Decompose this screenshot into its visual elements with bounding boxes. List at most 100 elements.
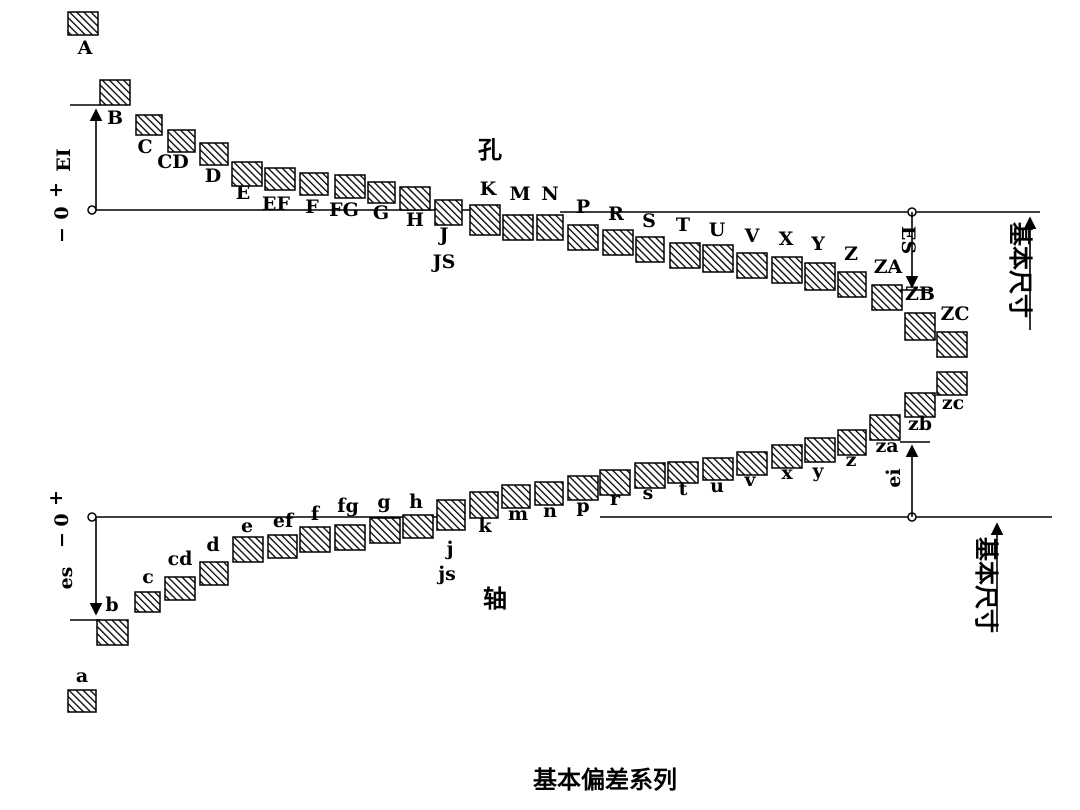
- hole-title: 孔: [478, 136, 502, 164]
- basic-size-label-shaft: 基本尺寸: [972, 537, 1000, 633]
- hole-zone-box: [264, 167, 296, 191]
- shaft-zone-box: [599, 469, 631, 496]
- shaft-zone-box: [667, 461, 699, 484]
- hole-zone-label: C: [137, 136, 152, 158]
- shaft-zone-label: cd: [168, 548, 193, 570]
- hole-zone-box: [334, 174, 366, 199]
- reference-lines: [87, 205, 1052, 522]
- hole-zone-label: ZB: [905, 283, 935, 305]
- shaft-zone-label: e: [241, 515, 253, 537]
- hole-zone-label: R: [608, 203, 624, 225]
- shaft-zone-box: [402, 514, 434, 539]
- shaft-zone-label: d: [206, 534, 219, 556]
- shaft-zone-label: h: [409, 491, 423, 513]
- es-label: es: [55, 567, 77, 590]
- shaft-zone-label: x: [781, 462, 793, 484]
- hole-zone-label: V: [744, 225, 761, 247]
- shaft-zone-label: a: [76, 665, 88, 687]
- hole-zone-box: [837, 271, 867, 298]
- hole-zone-label: N: [541, 183, 558, 205]
- shaft-zone-box: [567, 475, 599, 501]
- shaft-zone-box: [501, 484, 531, 509]
- shaft-zone-box: [634, 462, 666, 489]
- hole-zone-box: [736, 252, 768, 279]
- shaft-zone-label: t: [679, 478, 688, 500]
- hole-zone-box: [167, 129, 196, 153]
- es-upper-label: ES: [897, 226, 919, 254]
- shaft-zone-label: r: [610, 488, 621, 510]
- zero-label: 0: [51, 513, 73, 526]
- shaft-zone-label: p: [576, 495, 589, 517]
- shaft-zone-box: [299, 526, 331, 553]
- shaft-zone-label: n: [543, 500, 557, 522]
- shaft-zone-box: [837, 429, 867, 456]
- shaft-zone-box: [804, 437, 836, 463]
- shaft-zone-box: [869, 414, 901, 441]
- shaft-zone-box: [267, 534, 298, 559]
- hole-zone-box: [399, 186, 431, 211]
- hole-zone-box: [99, 79, 131, 106]
- plus-sign: +: [45, 490, 67, 506]
- shaft-zone-label: ef: [273, 510, 295, 532]
- shaft-zone-label: z: [846, 449, 857, 471]
- hole-zone-box: [367, 181, 396, 204]
- hole-zone-box: [199, 142, 229, 166]
- hole-zone-label: G: [373, 202, 389, 224]
- hole-zone-label: F: [305, 196, 319, 218]
- plus-sign: +: [45, 182, 67, 198]
- hole-zone-box: [231, 161, 263, 187]
- shaft-zone-label: g: [377, 491, 390, 513]
- origin-point: [87, 205, 97, 215]
- ei-lower-label: ei: [883, 468, 905, 487]
- shaft-zone-label: fg: [337, 495, 358, 517]
- hole-zone-label: P: [576, 196, 590, 218]
- shaft-zone-box: [469, 491, 499, 519]
- hole-zone-label: T: [676, 214, 690, 236]
- hole-zone-box: [135, 114, 163, 136]
- hole-zone-label: M: [509, 183, 530, 205]
- hole-zone-label: ZA: [874, 256, 903, 278]
- hole-zone-label: Y: [810, 233, 825, 255]
- hole-zone-box: [299, 172, 329, 196]
- shaft-zone-label: s: [643, 482, 654, 504]
- shaft-zone-label: zc: [942, 392, 964, 414]
- hole-zone-box: [904, 312, 936, 341]
- shaft-zone-box: [534, 481, 564, 506]
- shaft-zone-box: [771, 444, 803, 469]
- hole-zone-box: [804, 262, 836, 291]
- hole-zone-label: E: [236, 182, 250, 204]
- shaft-zone-box: [134, 591, 161, 613]
- hole-zone-box: [536, 214, 564, 241]
- shaft-zone-label: v: [743, 469, 756, 491]
- shaft-zone-box: [736, 451, 768, 476]
- hole-zone-label: B: [107, 107, 123, 129]
- hole-zone-label: D: [205, 165, 221, 187]
- minus-sign: −: [51, 532, 73, 548]
- origin-point: [87, 512, 97, 522]
- shaft-js-label: js: [436, 563, 456, 585]
- hole-zone-box: [771, 256, 803, 284]
- shaft-zone-box: [334, 524, 366, 551]
- hole-zone-label: H: [406, 209, 424, 231]
- shaft-title: 轴: [483, 585, 507, 613]
- hole-zone-label: FG: [329, 199, 359, 221]
- hole-zone-label: U: [709, 219, 726, 241]
- figure-caption: 基本偏差系列: [533, 766, 677, 794]
- hole-zone-box: [602, 229, 634, 256]
- shaft-zone-box: [436, 499, 466, 531]
- hole-zone-box: [434, 199, 463, 226]
- hole-zone-label: J: [438, 224, 449, 246]
- shaft-zone-label: f: [311, 503, 321, 525]
- hole-zone-box: [469, 204, 501, 236]
- hole-zone-label: X: [779, 228, 794, 250]
- hole-zone-box: [502, 214, 534, 241]
- hole-zone-label: K: [480, 178, 498, 200]
- shaft-zone-box: [232, 536, 264, 563]
- hole-zone-box: [936, 331, 968, 358]
- shaft-zone-label: j: [445, 538, 454, 560]
- hole-zone-label: Z: [844, 243, 858, 265]
